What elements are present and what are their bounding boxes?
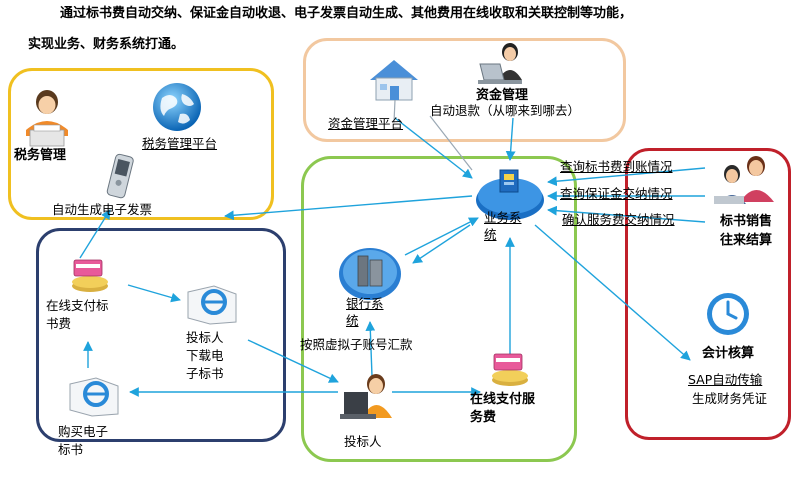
- buy-ebid-l2: 标书: [58, 442, 84, 457]
- settlement-label-l1: 标书销售: [720, 214, 773, 229]
- online-service-fee-l1: 在线支付服: [470, 392, 536, 407]
- tax-platform-label: 税务管理平台: [142, 136, 218, 151]
- clock-icon: [707, 293, 749, 335]
- download-bid-l1: 投标人: [186, 330, 224, 345]
- bank-system-label-l1: 银行系: [346, 296, 384, 311]
- settlement-label-l2: 往来结算: [720, 233, 773, 248]
- globe-icon: [153, 83, 201, 131]
- bank-system-label-l2: 统: [346, 313, 359, 328]
- house-icon: [370, 60, 418, 101]
- buy-ebid-l1: 购买电子: [58, 424, 109, 439]
- fund-management-title: 资金管理: [476, 88, 529, 103]
- money-card-icon: [492, 353, 528, 386]
- business-system-icon: [476, 169, 544, 220]
- bank-server-icon: [339, 248, 401, 300]
- virtual-account-label: 按照虚拟子账号汇款: [300, 337, 413, 352]
- business-system-box: [301, 156, 577, 462]
- confirm-service-fee-label: 确认服务费交纳情况: [562, 212, 675, 227]
- fund-platform-label: 资金管理平台: [328, 116, 404, 131]
- auto-refund-label: 自动退款（从哪来到哪去）: [430, 103, 581, 118]
- tax-management-title: 税务管理: [14, 148, 67, 163]
- money-card-icon: [72, 259, 108, 292]
- mobile-phone-icon: [106, 153, 134, 199]
- ie-document-icon: [69, 377, 119, 417]
- download-bid-l3: 子标书: [186, 366, 224, 381]
- auto-einvoice-label: 自动生成电子发票: [52, 202, 153, 217]
- bidder-process-box: [36, 228, 286, 442]
- fund-management-box: [303, 38, 626, 142]
- sap-transfer-l1: SAP自动传输: [688, 372, 763, 387]
- bidder-icon: [340, 374, 392, 419]
- business-system-label-l2: 统: [484, 227, 497, 242]
- tax-management-box: [8, 68, 274, 220]
- header-line-2: 实现业务、财务系统打通。: [28, 37, 185, 52]
- tax-officer-icon: [26, 90, 68, 147]
- download-bid-l2: 下载电: [186, 348, 224, 363]
- sap-transfer-l2: 生成财务凭证: [692, 391, 768, 406]
- accounting-label: 会计核算: [702, 346, 755, 361]
- online-pay-bid-fee-l1: 在线支付标: [46, 298, 109, 313]
- query-bid-fee-label: 查询标书费到账情况: [560, 159, 673, 174]
- billing-settlement-box: [625, 148, 791, 440]
- online-service-fee-l2: 务费: [470, 410, 497, 425]
- ie-document-icon: [187, 285, 237, 325]
- bidder-label: 投标人: [344, 434, 382, 449]
- header-line-1: 通过标书费自动交纳、保证金自动收退、电子发票自动生成、其他费用在线收取和关联控制…: [60, 6, 633, 21]
- clerks-icon: [714, 156, 774, 204]
- business-system-label-l1: 业务系: [484, 210, 522, 225]
- query-deposit-label: 查询保证金交纳情况: [560, 186, 673, 201]
- laptop-user-icon: [478, 43, 522, 84]
- online-pay-bid-fee-l2: 书费: [46, 316, 72, 331]
